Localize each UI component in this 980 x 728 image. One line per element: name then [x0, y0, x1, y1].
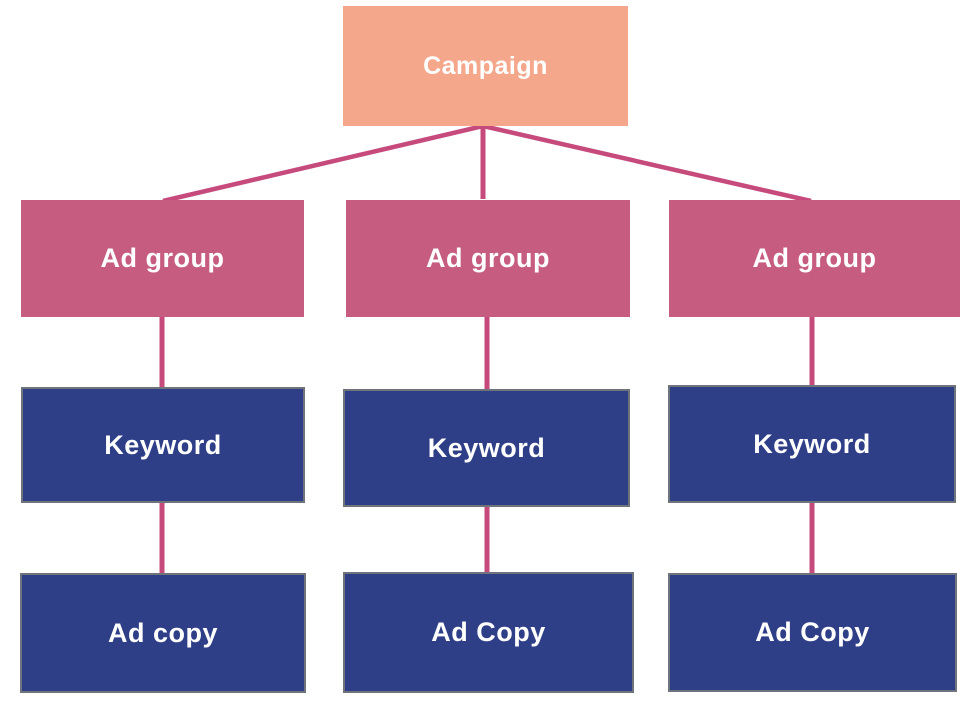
node-ad-group-3: Ad group	[669, 200, 960, 317]
node-ad-copy-1-label: Ad copy	[107, 617, 218, 648]
node-ad-copy-1: Ad copy	[20, 573, 306, 693]
node-keyword-3-label: Keyword	[753, 428, 871, 459]
node-campaign: Campaign	[343, 6, 628, 126]
node-ad-group-2: Ad group	[346, 200, 630, 317]
node-ad-group-1-label: Ad group	[100, 243, 225, 273]
node-ad-copy-3: Ad Copy	[668, 573, 957, 692]
node-ad-copy-3-label: Ad Copy	[755, 617, 870, 647]
connector-campaign-adgroup1	[162, 123, 484, 204]
node-ad-group-2-label: Ad group	[426, 243, 550, 273]
node-keyword-2-label: Keyword	[427, 432, 546, 463]
node-keyword-1-label: Keyword	[104, 429, 222, 460]
node-campaign-label: Campaign	[423, 51, 548, 80]
node-ad-group-3-label: Ad group	[752, 243, 877, 273]
connector-campaign-adgroup3	[482, 123, 812, 204]
node-ad-copy-2-label: Ad Copy	[431, 617, 546, 647]
node-ad-group-1: Ad group	[21, 200, 304, 317]
node-keyword-3: Keyword	[668, 385, 956, 503]
node-ad-copy-2: Ad Copy	[343, 572, 634, 693]
node-keyword-1: Keyword	[21, 387, 305, 503]
node-keyword-2: Keyword	[343, 389, 630, 507]
